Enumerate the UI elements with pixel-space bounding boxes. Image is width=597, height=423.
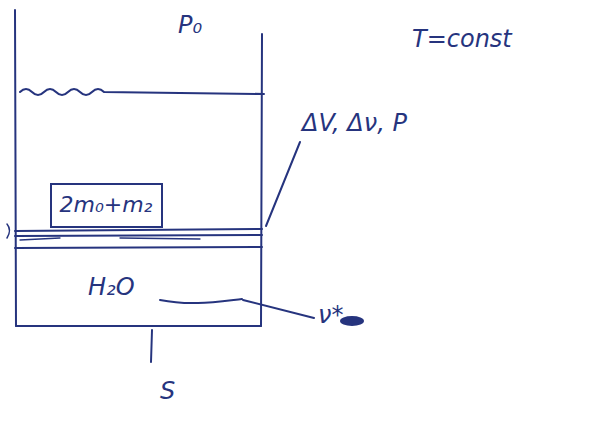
piston-top [15, 229, 262, 231]
mass-label: 2m₀+m₂ [60, 193, 153, 217]
right-wall [261, 34, 262, 326]
gas-layer-label: ΔV, Δν, P [302, 110, 407, 136]
ink-blot [340, 316, 364, 326]
leader-line [243, 300, 314, 318]
piston-bottom [15, 247, 262, 248]
water-label: H₂O [88, 274, 135, 300]
leader-line [266, 142, 300, 226]
side-mark [7, 224, 10, 238]
liquid-surface [20, 89, 264, 95]
area-label: S [160, 378, 175, 404]
area-tick [151, 330, 152, 362]
piston-hatch [20, 238, 200, 240]
bottom-wall [16, 325, 261, 327]
vapor-amount-label: ν* [318, 302, 343, 328]
water-band: H₂O [18, 250, 260, 324]
temperature-note: T=const [412, 26, 512, 52]
piston-middle [15, 235, 262, 236]
water-line [160, 299, 242, 303]
mass-block: 2m₀+m₂ [50, 183, 163, 228]
left-wall [15, 10, 16, 326]
pressure-label: P₀ [178, 12, 202, 38]
